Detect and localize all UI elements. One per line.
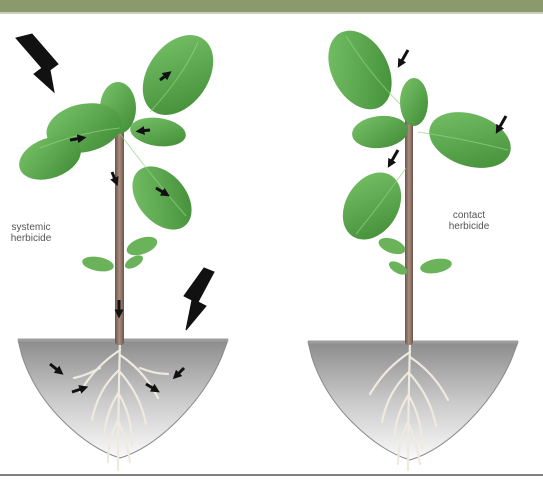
contact-stem <box>405 110 413 345</box>
contact-panel <box>308 20 518 470</box>
systemic-panel <box>13 22 228 470</box>
contact-herbicide-label: contact herbicide <box>444 210 494 232</box>
contact-leaves <box>316 20 518 278</box>
systemic-herbicide-label: systemic herbicide <box>2 222 60 244</box>
bottom-divider <box>0 474 543 476</box>
